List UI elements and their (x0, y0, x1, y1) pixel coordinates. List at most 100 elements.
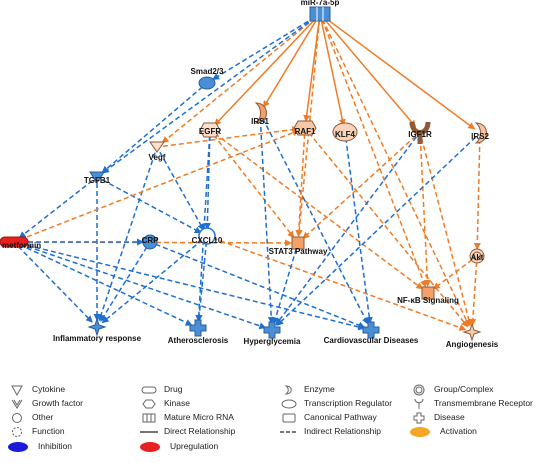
transcription-regulator-icon (198, 76, 216, 90)
canonical-pathway-icon (421, 286, 435, 300)
edge-metformin-stat3 (19, 239, 293, 247)
edge-mir7a-angio (321, 19, 470, 327)
node-label-vegf: Vegf (149, 153, 166, 162)
other-icon (142, 234, 158, 250)
inhibition-swatch (8, 442, 28, 452)
indirect-relationship-line (280, 431, 298, 433)
node-metformin: metformin (0, 236, 41, 250)
node-label-metformin: metformin (2, 241, 41, 250)
growth-factor-icon (89, 171, 105, 184)
node-label-mir7a: miR-7a-5p (301, 0, 340, 7)
node-label-egfr: EGFR (199, 127, 221, 136)
node-label-irs2: IRS2 (471, 132, 489, 141)
node-label-nfkb: NF-κB Signaling (397, 296, 459, 305)
growth-factor-icon (149, 141, 165, 153)
edge-egfr-nfkb (214, 132, 424, 290)
node-mir7a: miR-7a-5p (301, 0, 340, 22)
edge-akt-angio (469, 261, 478, 327)
edge-stat3-hyper (272, 248, 298, 325)
edge-klf4-cvd (345, 137, 373, 325)
edge-egfr-stat3 (213, 134, 295, 239)
edge-vegf-raf1 (162, 126, 300, 147)
group-icon (413, 384, 425, 396)
edge-vegf-cxcl10 (159, 151, 205, 231)
node-hyper: Hyperglycemia (244, 321, 301, 346)
node-igf1r: IGF1R (408, 121, 432, 144)
enzyme-icon (474, 122, 487, 144)
edge-irs1-cvd (262, 118, 369, 325)
direct-relationship-line (140, 431, 158, 433)
mature-micro-rna-icon (309, 6, 331, 22)
mature-micro-rna-icon (142, 413, 156, 423)
canonical-pathway-icon (282, 413, 296, 423)
edge-mir7a-irs2 (324, 16, 476, 130)
transmembrane-receptor-icon (414, 398, 424, 409)
edge-metformin-athero (19, 243, 193, 326)
edge-akt-nfkb (432, 259, 473, 290)
enzyme-icon (254, 102, 267, 124)
canonical-pathway-icon (291, 236, 305, 250)
edge-vegf-inflam (97, 152, 156, 322)
node-smad: Smad2/3 (191, 67, 224, 90)
edge-mir7a-raf1 (303, 19, 320, 123)
activation-swatch (410, 427, 430, 437)
node-tgfb1: TGFB1 (84, 171, 111, 185)
disease-icon (413, 412, 425, 424)
node-cvd: Cardiovascular Diseases (324, 321, 419, 345)
edge-mir7a-nfkb (321, 19, 427, 288)
node-akt: Akt (469, 248, 485, 264)
edge-smad-tgfb1 (101, 86, 203, 174)
node-label-igf1r: IGF1R (408, 130, 432, 139)
edge-mir7a-tgfb1 (101, 16, 316, 174)
node-label-crp: CRP (142, 236, 160, 245)
node-label-angio: Angiogenesis (446, 340, 499, 349)
cytokine-icon (198, 227, 216, 245)
node-label-akt: Akt (471, 253, 484, 262)
edge-metformin-hyper (19, 243, 267, 330)
edge-tgfb1-metformin (18, 180, 93, 239)
other-icon (12, 413, 22, 423)
node-inflam: Inflammatory response (53, 317, 142, 343)
edge-igf1r-nfkb (419, 137, 431, 288)
cytokine-icon (11, 385, 23, 396)
edge-cxcl10-inflam (101, 239, 203, 324)
function-icon (87, 317, 107, 337)
legend: Cytokine Growth factor Other Function In… (0, 378, 550, 463)
node-vegf: Vegf (149, 141, 166, 162)
transcription-regulator-icon (332, 122, 358, 142)
growth-factor-icon (11, 399, 23, 409)
edge-crp-inflam (100, 246, 148, 322)
kinase-icon (142, 399, 156, 409)
edge-crp-cvd (155, 243, 366, 329)
edge-igf1r-angio (420, 137, 473, 327)
function-icon (12, 427, 22, 437)
edge-egfr-cxcl10 (203, 135, 211, 231)
edge-raf1-stat3 (295, 133, 306, 238)
node-angio: Angiogenesis (446, 322, 499, 349)
node-egfr: EGFR (199, 122, 221, 138)
function-icon (462, 322, 482, 342)
disease-icon (189, 319, 207, 337)
enzyme-icon (284, 385, 292, 395)
disease-icon (263, 321, 281, 339)
disease-icon (362, 321, 380, 339)
edge-mir7a-egfr (214, 17, 317, 126)
edge-cxcl10-athero (195, 241, 208, 323)
node-athero: Atherosclerosis (168, 319, 229, 345)
node-nfkb: NF-κB Signaling (397, 286, 459, 305)
edge-mir7a-smad (212, 16, 316, 80)
node-cxcl10: CXCL10 (192, 227, 223, 245)
kinase-icon (199, 122, 221, 138)
node-label-stat3: STAT3 Pathway (269, 247, 328, 256)
transmembrane-receptor-icon (409, 121, 431, 144)
edge-tgfb1-cxcl10 (101, 179, 202, 234)
edge-metformin-raf1 (19, 129, 300, 241)
node-label-irs1: IRS1 (251, 117, 269, 126)
node-irs2: IRS2 (471, 122, 489, 144)
node-label-klf4: KLF4 (335, 130, 356, 139)
node-label-athero: Atherosclerosis (168, 336, 229, 345)
node-label-hyper: Hyperglycemia (244, 337, 301, 346)
node-label-cvd: Cardiovascular Diseases (324, 336, 419, 345)
